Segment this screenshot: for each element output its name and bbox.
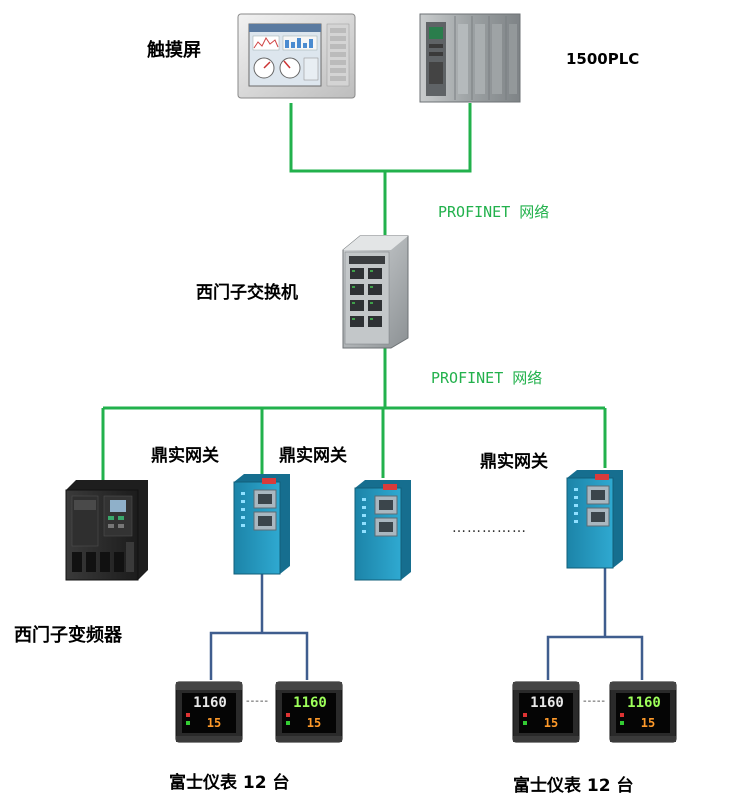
gateway-1 xyxy=(233,474,290,575)
plc-1500 xyxy=(419,13,521,103)
touchscreen-label: 触摸屏 xyxy=(147,40,201,61)
meter-3-lower-readout: 15 xyxy=(544,716,558,730)
meter-2-lower-readout: 15 xyxy=(307,716,321,730)
profinet-links xyxy=(101,103,607,480)
vfd-label: 西门子变频器 xyxy=(14,625,122,646)
meter-3-upper-readout: 1160 xyxy=(530,695,564,711)
meter-1-lower-readout: 15 xyxy=(207,716,221,730)
fuji-meter-2 xyxy=(275,681,343,743)
fuji-meter-4 xyxy=(609,681,677,743)
meters-right-ellipsis: ----- xyxy=(583,696,607,707)
gateway-2-label: 鼎实网关 xyxy=(279,446,347,466)
fuji-meter-1 xyxy=(175,681,243,743)
meter-4-lower-readout: 15 xyxy=(641,716,655,730)
profinet-network-label-bottom: PROFINET 网络 xyxy=(431,369,543,387)
meter-4-upper-readout: 1160 xyxy=(627,695,661,711)
gateway-3-label: 鼎实网关 xyxy=(480,452,548,472)
fuji-meter-3 xyxy=(512,681,580,743)
more-gateways-ellipsis: …………… xyxy=(452,520,527,536)
meters-left-ellipsis: ----- xyxy=(246,696,270,707)
meter-2-upper-readout: 1160 xyxy=(293,695,327,711)
meter-1-upper-readout: 1160 xyxy=(193,695,227,711)
gateway-3 xyxy=(566,470,623,569)
instruments-left-label: 富士仪表 12 台 xyxy=(169,773,290,793)
hmi-touchscreen xyxy=(237,13,356,99)
siemens-vfd xyxy=(65,480,148,581)
profinet-network-label-top: PROFINET 网络 xyxy=(438,203,550,221)
plc-label: 1500PLC xyxy=(566,50,640,68)
gateway-1-label: 鼎实网关 xyxy=(151,446,219,466)
instruments-right-label: 富士仪表 12 台 xyxy=(513,776,634,796)
fieldbus-links xyxy=(209,565,644,680)
gateway-2 xyxy=(354,480,411,581)
switch-label: 西门子交换机 xyxy=(196,283,298,303)
siemens-switch xyxy=(342,235,409,349)
